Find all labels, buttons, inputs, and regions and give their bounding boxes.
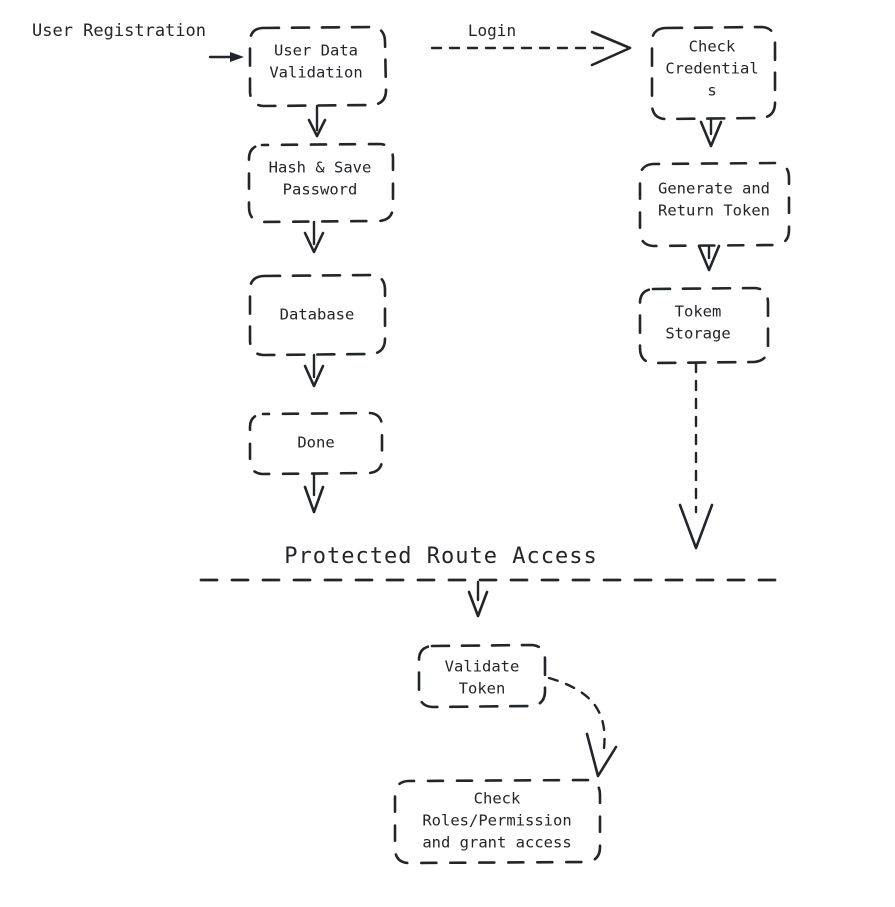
- arrow-validation-to-hash: [307, 104, 327, 138]
- node-label-hash-save-password-line2: Password: [283, 181, 358, 199]
- node-check-credentials[interactable]: Check Credential s: [650, 25, 777, 121]
- node-hash-save-password[interactable]: Hash & Save Password: [247, 142, 395, 224]
- node-label-database: Database: [280, 306, 355, 324]
- node-label-check-roles-line1: Check: [474, 790, 521, 808]
- arrow-hash-to-database: [303, 220, 325, 254]
- node-label-check-roles-line3: and grant access: [422, 834, 571, 852]
- edge-label-login: Login: [468, 21, 516, 40]
- node-label-hash-save-password-line1: Hash & Save: [269, 159, 372, 177]
- node-label-tokem-storage-line2: Storage: [665, 325, 730, 343]
- entry-label-user-registration: User Registration: [32, 21, 206, 41]
- arrow-generate-to-tokem-storage: [697, 244, 721, 272]
- arrow-tokem-storage-to-protected-route: [678, 361, 714, 550]
- node-label-user-data-validation-line1: User Data: [274, 42, 358, 60]
- node-label-check-credentials-line1: Check: [689, 38, 736, 56]
- node-validate-token[interactable]: Validate Token: [417, 643, 547, 709]
- node-database[interactable]: Database: [248, 273, 387, 357]
- node-label-validate-token-line1: Validate: [445, 658, 520, 676]
- node-label-generate-return-token-line1: Generate and: [658, 180, 770, 198]
- node-label-tokem-storage-line1: Tokem: [675, 303, 722, 321]
- node-label-check-credentials-line3: s: [707, 82, 716, 100]
- node-user-data-validation[interactable]: User Data Validation: [248, 25, 388, 108]
- node-label-validate-token-line2: Token: [459, 680, 506, 698]
- node-generate-return-token[interactable]: Generate and Return Token: [638, 161, 791, 248]
- arrow-entry-to-user-data-validation: [208, 52, 244, 62]
- arrow-divider-to-validate-token: [467, 580, 489, 618]
- node-check-roles-permission[interactable]: Check Roles/Permission and grant access: [393, 778, 602, 865]
- node-label-check-roles-line2: Roles/Permission: [422, 812, 571, 830]
- node-done[interactable]: Done: [248, 411, 384, 476]
- section-title-protected-route-access: Protected Route Access: [284, 544, 597, 569]
- edge-login: Login: [430, 21, 632, 67]
- node-label-check-credentials-line2: Credential: [665, 60, 758, 78]
- node-label-user-data-validation-line2: Validation: [269, 64, 362, 82]
- arrow-credentials-to-generate: [699, 117, 723, 148]
- arrow-database-to-done: [303, 353, 325, 388]
- node-label-generate-return-token-line2: Return Token: [658, 202, 770, 220]
- node-label-done: Done: [297, 434, 334, 452]
- node-tokem-storage[interactable]: Tokem Storage: [638, 286, 770, 365]
- arrow-validate-token-to-check-roles: [547, 676, 618, 778]
- arrow-done-to-protected-route: [303, 472, 325, 514]
